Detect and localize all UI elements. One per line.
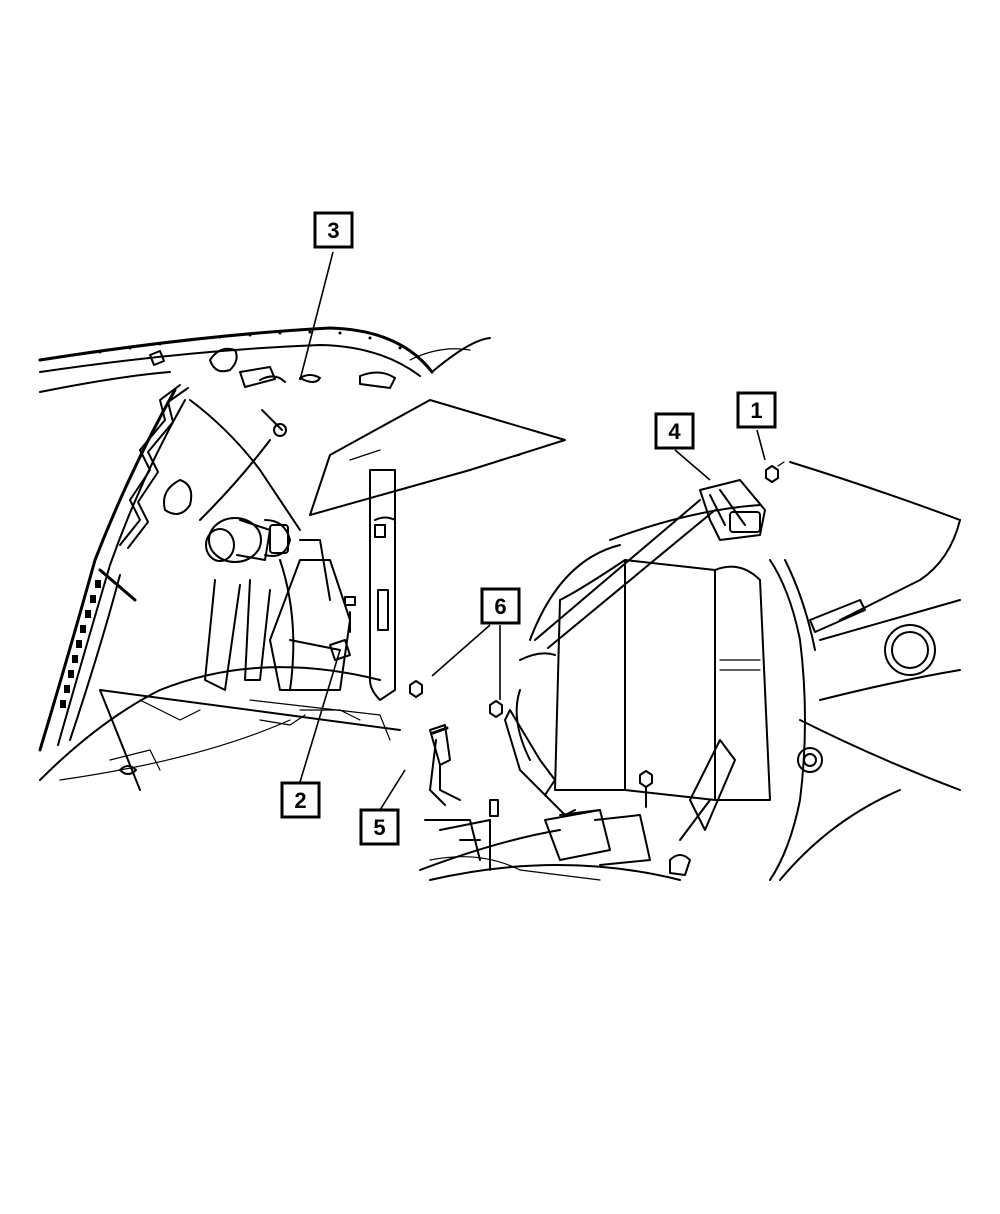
callout-5: 5 — [359, 769, 406, 846]
leader-line-6a — [431, 624, 491, 677]
callout-6-label: 6 — [494, 594, 506, 619]
callout-2: 2 — [280, 649, 341, 819]
callout-5-box — [359, 808, 400, 846]
callout-4-box — [654, 412, 695, 450]
callout-3-box — [313, 211, 354, 249]
callout-2-label: 2 — [294, 788, 306, 813]
callout-2-box — [280, 781, 321, 819]
leader-line-1 — [756, 429, 766, 461]
left-quarter-interior-view — [38, 326, 566, 791]
callout-1-box — [736, 391, 777, 429]
callout-6: 6 — [431, 587, 521, 700]
callout-4: 4 — [654, 412, 711, 481]
leader-line-2 — [299, 649, 341, 783]
callout-1-label: 1 — [750, 398, 762, 423]
leader-line-3 — [299, 251, 334, 381]
callout-3: 3 — [299, 211, 354, 381]
callout-5-label: 5 — [373, 815, 385, 840]
leader-line-5 — [379, 769, 406, 811]
leader-line-4 — [674, 449, 711, 481]
right-rear-seat-view — [409, 461, 961, 881]
callout-4-label: 4 — [668, 419, 681, 444]
callout-1: 1 — [736, 391, 777, 461]
callout-3-label: 3 — [327, 218, 339, 243]
callout-6-box — [480, 587, 521, 625]
